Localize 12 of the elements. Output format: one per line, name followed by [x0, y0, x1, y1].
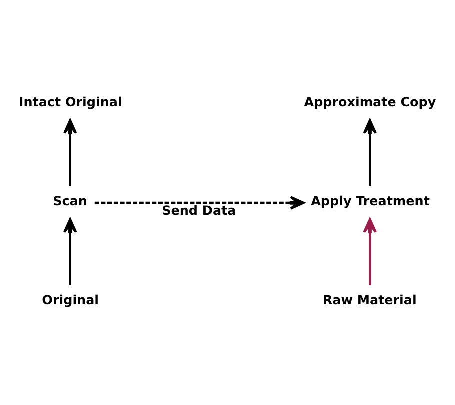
node-text: Apply Treatment [311, 192, 430, 208]
arrow [363, 118, 377, 186]
arrow [64, 118, 78, 186]
node-text: Scan [53, 192, 88, 208]
node-text: Approximate Copy [304, 94, 436, 109]
arrow [64, 218, 78, 285]
node-text: Original [42, 292, 100, 307]
node-text: Raw Material [322, 292, 417, 307]
arrow [94, 196, 305, 210]
node-text: Intact Original [19, 94, 122, 109]
edge-label: Send Data [162, 202, 236, 218]
arrow [363, 218, 377, 285]
